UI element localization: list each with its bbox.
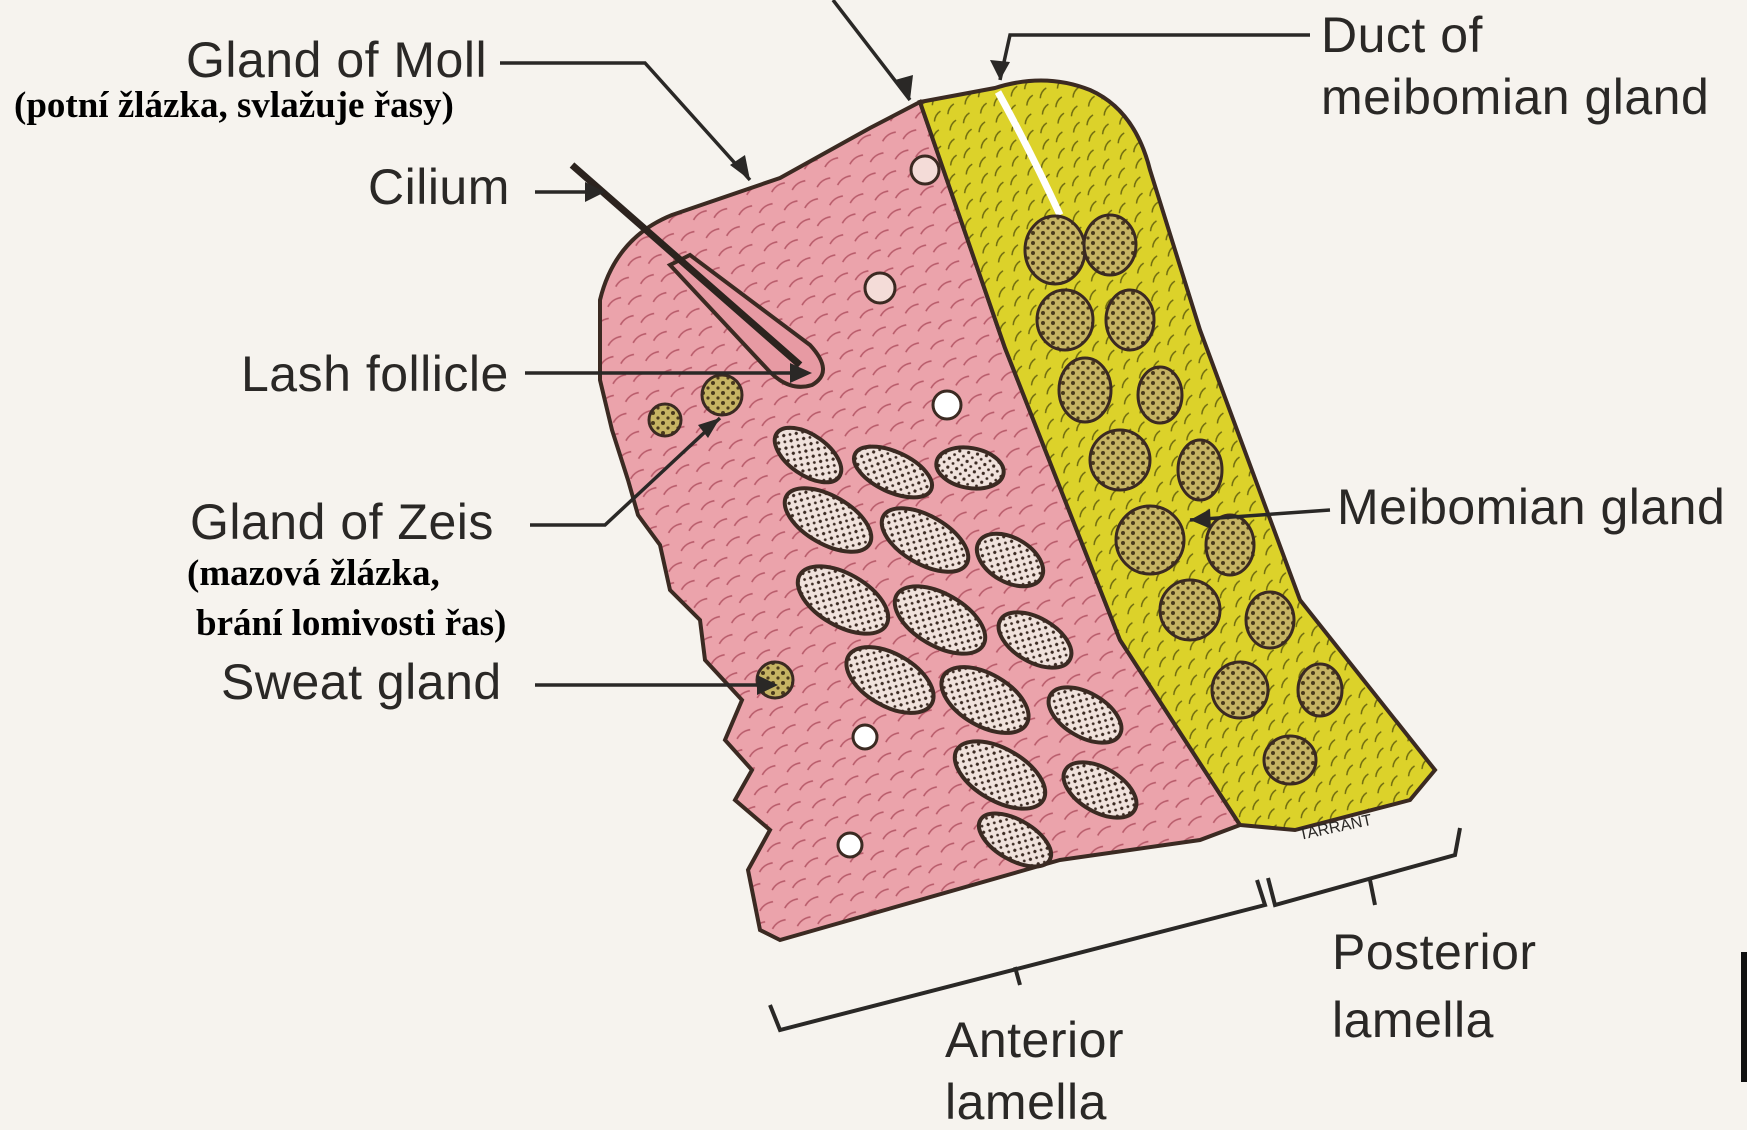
label-duct-line1: Duct of (1321, 8, 1483, 63)
arrowhead (990, 60, 1010, 80)
zeis-gland-shape (702, 375, 742, 415)
arrowhead (895, 75, 913, 100)
edge-mark (1741, 952, 1747, 1082)
label-sweat-gland: Sweat gland (221, 655, 502, 710)
label-posterior-line1: Posterior (1332, 925, 1537, 980)
note-moll-czech: (potní žlázka, svlažuje řasy) (14, 85, 454, 128)
note-zeis-czech-line2: brání lomivosti řas) (196, 603, 506, 646)
label-posterior-line2: lamella (1332, 993, 1494, 1048)
moll-leader (500, 63, 750, 180)
vessel (853, 725, 877, 749)
note-zeis-czech-line1: (mazová žlázka, (187, 553, 440, 596)
label-anterior-line2: lamella (945, 1075, 1107, 1130)
label-meibomian-gland: Meibomian gland (1337, 480, 1725, 535)
vessel (838, 833, 862, 857)
zeis-gland-lobule (649, 404, 681, 436)
label-gland-of-moll: Gland of Moll (186, 33, 487, 88)
duct-leader (1000, 35, 1310, 80)
label-duct-line2: meibomian gland (1321, 70, 1709, 125)
vessel (933, 391, 961, 419)
label-cilium: Cilium (368, 160, 510, 215)
vessel (911, 156, 939, 184)
posterior-lamella-bracket (1268, 828, 1460, 905)
top-arrow-line (833, 0, 910, 100)
label-lash-follicle: Lash follicle (241, 347, 509, 402)
label-anterior-line1: Anterior (945, 1013, 1124, 1068)
label-gland-of-zeis: Gland of Zeis (190, 495, 494, 550)
moll-gland-shape (865, 273, 895, 303)
